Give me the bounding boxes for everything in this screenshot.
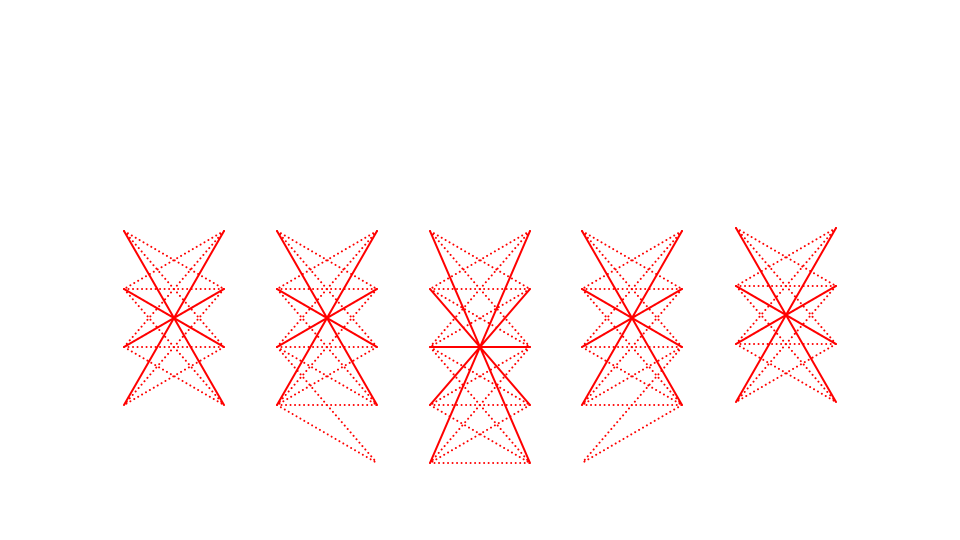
solid-ray <box>735 227 787 316</box>
dotted-connector <box>581 230 683 290</box>
dotted-connector <box>429 404 531 464</box>
solid-ray <box>276 317 328 406</box>
solid-ray <box>735 285 787 316</box>
solid-ray <box>735 314 787 403</box>
dotted-connector <box>581 346 683 406</box>
solid-ray <box>326 317 378 348</box>
solid-ray <box>785 227 837 316</box>
solid-ray <box>123 317 175 348</box>
dotted-connector <box>429 288 531 348</box>
solid-ray <box>173 230 225 319</box>
figure-5 <box>735 227 837 403</box>
dotted-connector <box>735 343 837 403</box>
solid-ray <box>326 230 378 319</box>
solid-ray <box>123 317 175 406</box>
solid-ray <box>581 288 633 319</box>
solid-ray <box>429 230 481 348</box>
solid-ray <box>631 288 683 319</box>
dotted-connector <box>123 230 225 290</box>
dotted-connector <box>276 346 378 406</box>
solid-ray <box>123 288 175 319</box>
dotted-connector <box>429 230 531 290</box>
figure-3 <box>429 230 531 464</box>
dotted-connector <box>123 346 225 406</box>
dotted-connector <box>581 404 683 464</box>
solid-ray <box>173 317 225 348</box>
solid-ray <box>429 346 481 406</box>
solid-ray <box>276 288 328 319</box>
dotted-connector <box>276 404 378 464</box>
solid-ray <box>326 317 378 406</box>
solid-ray <box>429 288 481 348</box>
solid-ray <box>479 230 531 348</box>
solid-ray <box>631 317 683 406</box>
solid-ray <box>581 317 633 348</box>
solid-ray <box>326 288 378 319</box>
figure-1 <box>123 230 225 406</box>
solid-ray <box>735 314 787 345</box>
solid-ray <box>631 317 683 348</box>
solid-ray <box>785 314 837 345</box>
solid-ray <box>785 314 837 403</box>
solid-ray <box>429 346 481 464</box>
solid-ray <box>173 288 225 319</box>
figure-4 <box>581 230 683 464</box>
solid-ray <box>581 317 633 406</box>
dotted-connector <box>276 230 378 290</box>
dotted-connector <box>735 227 837 287</box>
solid-ray <box>276 230 328 319</box>
solid-ray <box>631 230 683 319</box>
figure-2 <box>276 230 378 464</box>
solid-ray <box>479 288 531 348</box>
solid-ray <box>785 285 837 316</box>
solid-ray <box>276 317 328 348</box>
solid-ray <box>123 230 175 319</box>
dotted-connector <box>429 346 531 406</box>
solid-ray <box>479 346 531 464</box>
solid-ray <box>173 317 225 406</box>
solid-ray <box>479 346 531 406</box>
solid-ray <box>581 230 633 319</box>
